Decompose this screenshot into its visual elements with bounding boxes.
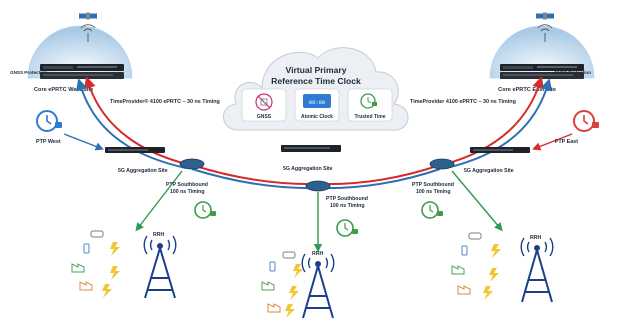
atomic-clock-display: 00:00	[309, 100, 325, 106]
timeprovider-device-east	[500, 64, 584, 79]
gnss-tile: GNSS	[241, 88, 287, 122]
ptp-sb-center-line2: 100 ns Timing	[330, 203, 365, 209]
ptp-west-label: PTP West	[36, 139, 61, 145]
gnss-protection-label-left: GNSS Protection	[10, 70, 47, 75]
ran-cluster-right: RRH	[451, 232, 554, 303]
satellite-icon	[536, 12, 554, 20]
ran-cluster-center: RRH	[261, 251, 335, 319]
ran-cluster-left: RRH	[71, 230, 177, 299]
rrh-center-label: RRH	[312, 251, 323, 257]
signal-waves-right	[537, 24, 553, 42]
factory-icon	[261, 281, 275, 291]
signal-waves-left	[80, 24, 96, 42]
ring-red-right	[317, 164, 441, 186]
core-west-site: GNSS Protection Core ePRTC West Site	[10, 12, 133, 93]
ptp-sb-right-line1: PTP Southbound	[412, 182, 454, 188]
cloud-item-trusted-time: Trusted Time	[354, 114, 385, 120]
cell-tower-icon	[301, 253, 335, 319]
cell-tower-icon	[520, 237, 554, 303]
phone-icon	[269, 261, 276, 272]
ring-red-left	[191, 164, 319, 186]
tp-east-label: TimeProvider 4100 ePRTC – 30 ns Timing	[410, 99, 516, 105]
downlink-right	[451, 170, 503, 232]
factory-icon	[457, 285, 471, 295]
atomic-clock-tile: 00:00 Atomic Clock	[294, 88, 340, 122]
ptp-east: PTP East	[532, 110, 599, 151]
factory-icon	[451, 265, 465, 275]
agg-site-left: 5G Aggregation Site PTP Southbound 100 n…	[105, 147, 208, 195]
switch-node-center	[305, 180, 331, 192]
ptp-west-arrow	[63, 133, 104, 151]
trusted-time-tile: Trusted Time	[347, 88, 393, 122]
east-blue-link	[445, 78, 553, 169]
ring-blue-right	[317, 168, 441, 190]
switch-node-right	[429, 158, 455, 170]
switch-node-left	[179, 158, 205, 170]
lightning-icon	[483, 244, 501, 300]
cloud-title-line1: Virtual Primary	[286, 65, 347, 75]
clock-lock-icon	[360, 93, 377, 109]
factory-icon	[71, 263, 85, 273]
ptp-east-label: PTP East	[555, 139, 578, 145]
lightning-icon	[285, 264, 303, 318]
gnss-protection-label-right: GNSS Protection	[554, 70, 591, 75]
ptp-sb-center-line1: PTP Southbound	[326, 196, 368, 202]
ring-blue-left	[191, 168, 319, 190]
phone-icon	[461, 245, 468, 256]
agg-site-center: 5G Aggregation Site PTP Southbound 100 n…	[281, 145, 368, 209]
ring-links	[191, 164, 441, 190]
phone-icon	[83, 243, 90, 254]
downlink-arrows	[135, 170, 503, 253]
clock-lock-icon	[194, 201, 216, 219]
core-east-site: GNSS Protection Core ePRTC East Site	[489, 12, 595, 93]
satellite-icon	[79, 12, 97, 20]
west-blue-link	[75, 78, 187, 169]
cloud-item-atomic-clock: Atomic Clock	[301, 114, 333, 120]
car-icon	[468, 232, 482, 240]
east-red-link	[441, 76, 544, 166]
rrh-right-label: RRH	[530, 235, 541, 241]
ptp-east-arrow	[532, 133, 573, 151]
core-uplinks	[75, 76, 553, 169]
core-west-label: Core ePRTC West Site	[34, 87, 93, 93]
agg-left-label: 5G Aggregation Site	[118, 168, 168, 174]
cloud-title-line2: Reference Time Clock	[271, 76, 361, 86]
agg-device-center-ports	[284, 147, 330, 149]
ptp-sb-left-line2: 100 ns Timing	[170, 189, 205, 195]
gnss-jamming-icon	[255, 93, 273, 111]
rrh-left-label: RRH	[153, 232, 164, 238]
core-east-label: Core ePRTC East Site	[498, 87, 556, 93]
ptp-sb-right-line2: 100 ns Timing	[416, 189, 451, 195]
lightning-icon	[102, 242, 120, 298]
clock-lock-icon	[573, 110, 599, 132]
west-red-link	[84, 76, 191, 166]
cell-tower-icon	[143, 235, 177, 299]
cloud-item-gnss: GNSS	[257, 114, 272, 120]
ptp-sb-left-line1: PTP Southbound	[166, 182, 208, 188]
clock-lock-icon	[36, 110, 62, 132]
agg-center-label: 5G Aggregation Site	[283, 166, 333, 172]
atomic-clock-icon: 00:00	[303, 94, 331, 108]
downlink-left	[135, 170, 183, 232]
factory-icon	[79, 281, 93, 291]
tp-west-label: TimeProvider® 4100 ePRTC – 30 ns Timing	[110, 98, 220, 105]
clock-lock-icon	[421, 201, 443, 219]
timeprovider-device-west	[40, 64, 124, 79]
agg-site-right: 5G Aggregation Site PTP Southbound 100 n…	[412, 147, 530, 195]
agg-device-left-ports	[108, 149, 148, 151]
ptp-west: PTP West	[36, 110, 104, 151]
car-icon	[282, 251, 296, 259]
car-icon	[90, 230, 104, 238]
clock-lock-icon	[336, 219, 358, 237]
factory-icon	[267, 303, 281, 313]
virtual-prtc-cloud: Virtual Primary Reference Time Clock GNS…	[223, 47, 409, 131]
agg-right-label: 5G Aggregation Site	[464, 168, 514, 174]
agg-device-right-ports	[473, 149, 513, 151]
